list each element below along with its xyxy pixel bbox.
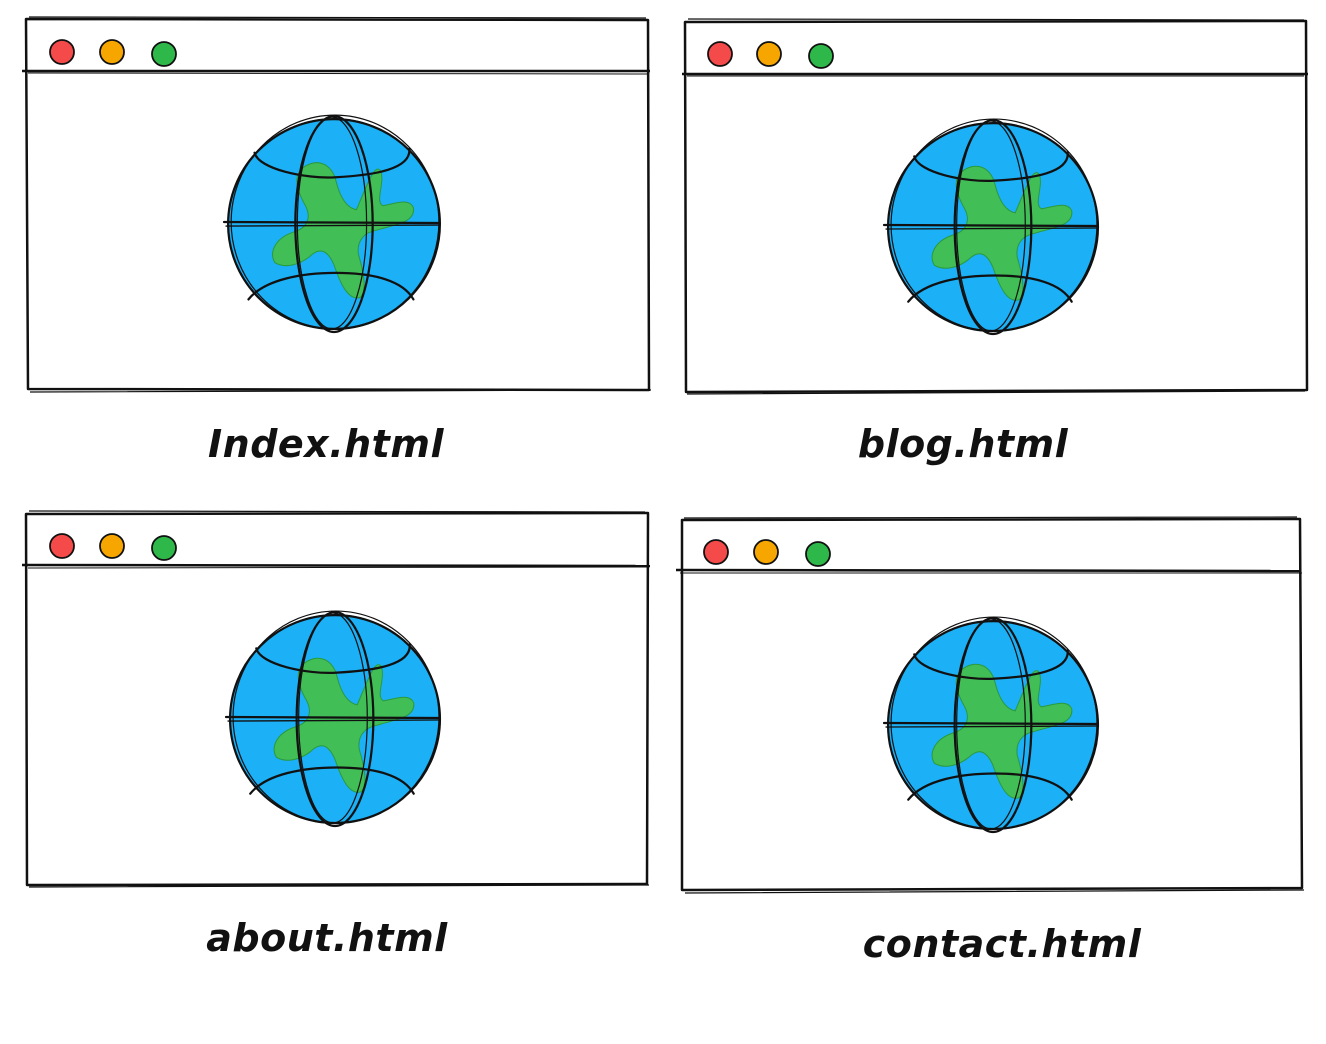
maximize-button[interactable] (805, 541, 831, 567)
window-controls (49, 533, 177, 561)
close-button[interactable] (49, 39, 75, 65)
browser-window-contact (675, 516, 1306, 894)
file-name-label: blog.html (857, 422, 1069, 466)
maximize-button[interactable] (151, 535, 177, 561)
close-button[interactable] (49, 533, 75, 559)
browser-window-frame (675, 516, 1305, 894)
window-controls (703, 539, 831, 567)
minimize-button[interactable] (756, 41, 782, 67)
close-button[interactable] (703, 539, 729, 565)
globe-icon (224, 610, 442, 828)
close-button[interactable] (707, 41, 733, 67)
maximize-button[interactable] (151, 41, 177, 67)
globe-icon (882, 616, 1100, 834)
window-controls (49, 39, 177, 67)
window-controls (707, 41, 834, 69)
file-name-label: contact.html (862, 922, 1142, 966)
browser-window-about (21, 510, 652, 888)
browser-window-frame (682, 18, 1309, 395)
file-name-label: Index.html (208, 422, 444, 466)
minimize-button[interactable] (99, 39, 125, 65)
globe-icon (882, 118, 1100, 336)
globe-icon (222, 114, 442, 334)
browser-window-blog (682, 18, 1312, 396)
file-name-label: about.html (206, 916, 448, 960)
browser-window-index (22, 16, 652, 394)
maximize-button[interactable] (808, 43, 834, 69)
browser-window-frame (21, 510, 651, 888)
minimize-button[interactable] (753, 539, 779, 565)
browser-window-frame (22, 16, 652, 393)
minimize-button[interactable] (99, 533, 125, 559)
